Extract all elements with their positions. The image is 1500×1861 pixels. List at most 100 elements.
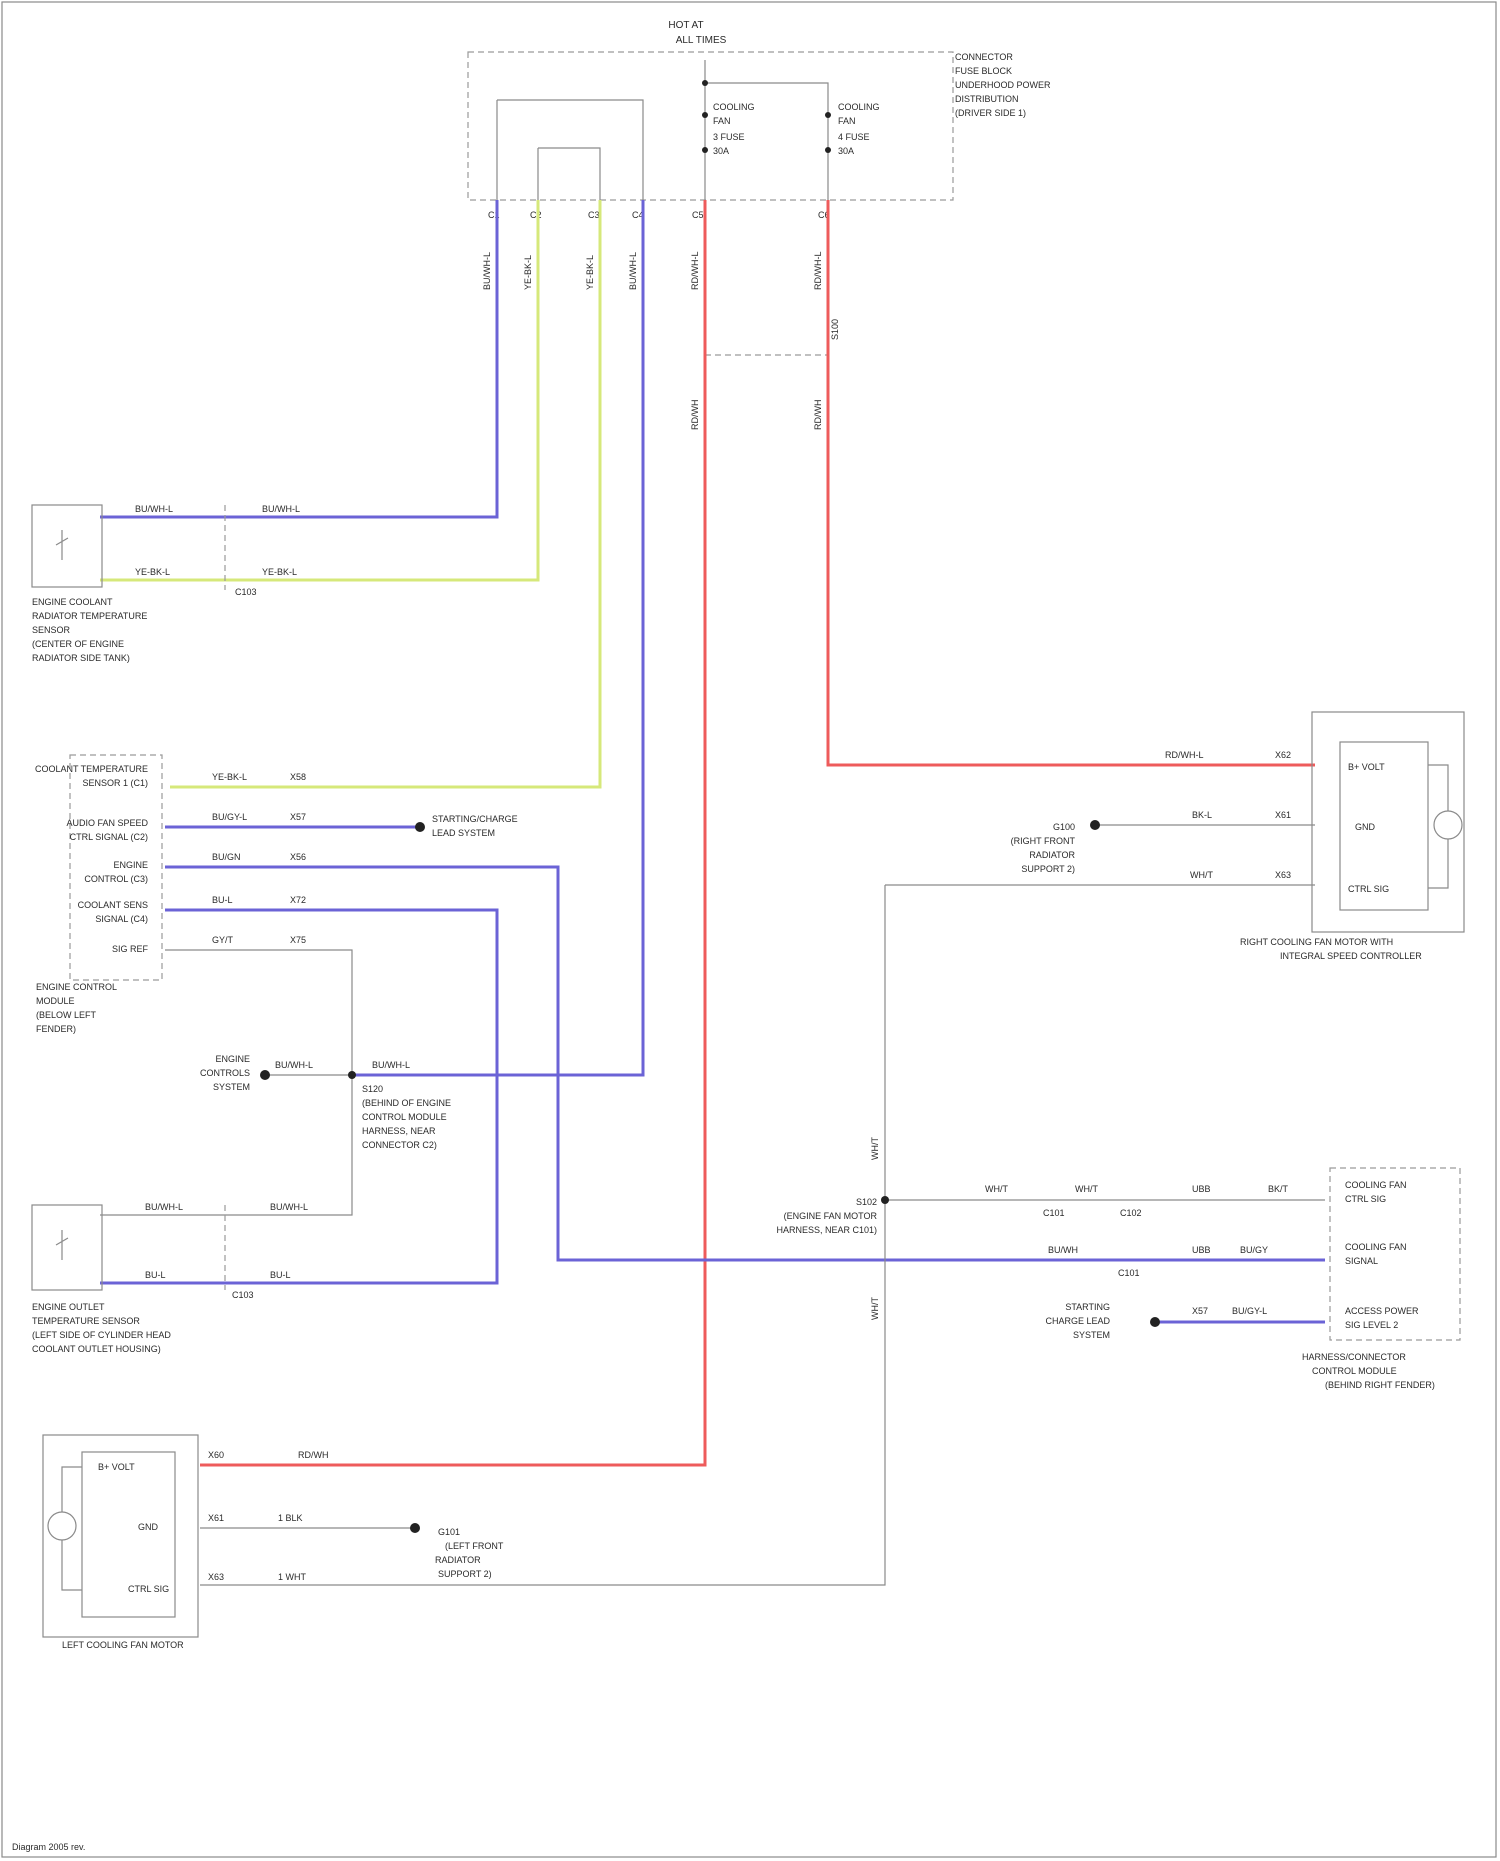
ecm-input-2b: CTRL SIGNAL (C2): [70, 832, 148, 842]
fuse-block-inner-loop-1: [497, 100, 643, 200]
ecm-input-3b: CONTROL (C3): [84, 874, 148, 884]
left-fan-ground-3: RADIATOR: [435, 1555, 481, 1565]
eot-label-4: COOLANT OUTLET HOUSING): [32, 1344, 161, 1354]
hvac-pin-1b: CTRL SIG: [1345, 1194, 1386, 1204]
left-fan-ground-2: (LEFT FRONT: [445, 1541, 504, 1551]
right-fan-pin-2: GND: [1355, 822, 1376, 832]
starting-text-2: LEAD SYSTEM: [432, 828, 495, 838]
ecm-input-4b: SIGNAL (C4): [95, 914, 148, 924]
fuse-right-line3: 4 FUSE: [838, 132, 870, 142]
footer-text: Diagram 2005 rev.: [12, 1842, 85, 1852]
ecm-label-1: ENGINE CONTROL: [36, 982, 117, 992]
ecm-label-4: FENDER): [36, 1024, 76, 1034]
ect-sensor: BU/WH-L BU/WH-L YE-BK-L YE-BK-L C103 ENG…: [32, 504, 300, 663]
ect-label-4: (CENTER OF ENGINE: [32, 639, 124, 649]
hvac-starting-1: STARTING: [1065, 1302, 1110, 1312]
left-fan-wire1-circuit: RD/WH: [298, 1450, 329, 1460]
ecm-input-3a: ENGINE: [113, 860, 148, 870]
hvac-wire-12: BU/GY-L: [1232, 1306, 1267, 1316]
ecm-wire2-code: BU/GY-L: [212, 812, 247, 822]
ground-text-3: SYSTEM: [213, 1082, 250, 1092]
right-fan-outer: [1312, 712, 1464, 932]
right-fan-pin-3: CTRL SIG: [1348, 884, 1389, 894]
right-side-splice-node: [881, 1196, 889, 1204]
pin-c3: C3: [588, 210, 600, 220]
left-fan-ground-1: G101: [438, 1527, 460, 1537]
ecm-input-5: SIG REF: [112, 944, 149, 954]
wire-code-v8: RD/WH: [813, 400, 823, 431]
ecm-input-4a: COOLANT SENS: [78, 900, 148, 910]
engine-control-module: COOLANT TEMPERATURE SENSOR 1 (C1) AUDIO …: [35, 755, 162, 1034]
left-fan-label: LEFT COOLING FAN MOTOR: [62, 1640, 184, 1650]
fuse-3-node-bottom: [702, 147, 708, 153]
fuse-block-title-1: CONNECTOR: [955, 52, 1013, 62]
right-fan-wire1-code: RD/WH-L: [1165, 750, 1204, 760]
all-times-label: ALL TIMES: [676, 35, 727, 46]
rs-splice-wire-v1: WH/T: [870, 1137, 880, 1160]
ect-wire1-right: BU/WH-L: [262, 504, 300, 514]
right-cooling-fan: B+ VOLT GND CTRL SIG RIGHT COOLING FAN M…: [1240, 712, 1464, 961]
fuse-block-title-5: (DRIVER SIDE 1): [955, 108, 1026, 118]
splice-wire-in: BU/WH-L: [275, 1060, 313, 1070]
fuse-block-title-4: DISTRIBUTION: [955, 94, 1019, 104]
hvac-wire-7: BU/WH: [1048, 1245, 1078, 1255]
hvac-wire-3: C101: [1043, 1208, 1065, 1218]
right-fan-motor-leads: [1428, 765, 1448, 888]
fuse-block-inner-loop-2: [538, 148, 600, 200]
ect-wire2-left: YE-BK-L: [135, 567, 170, 577]
right-fan-pin-1: B+ VOLT: [1348, 762, 1385, 772]
ect-conn-label: C103: [235, 587, 257, 597]
eot-label-1: ENGINE OUTLET: [32, 1302, 105, 1312]
ecm-input-1a: COOLANT TEMPERATURE: [35, 764, 148, 774]
hvac-label-3: (BEHIND RIGHT FENDER): [1325, 1380, 1435, 1390]
hvac-pin-2b: SIGNAL: [1345, 1256, 1378, 1266]
hvac-label-2: CONTROL MODULE: [1312, 1366, 1397, 1376]
left-fan-motor-leads: [62, 1467, 82, 1590]
rs-splice-text-2: (ENGINE FAN MOTOR: [784, 1211, 878, 1221]
splice-text-5: CONNECTOR C2): [362, 1140, 437, 1150]
eot-label-3: (LEFT SIDE OF CYLINDER HEAD: [32, 1330, 171, 1340]
ecm-wire3-circuit: X56: [290, 852, 306, 862]
ect-label-1: ENGINE COOLANT: [32, 597, 113, 607]
left-fan-pin-3: CTRL SIG: [128, 1584, 169, 1594]
ecm-label-2: MODULE: [36, 996, 75, 1006]
rs-splice-wire-v2: WH/T: [870, 1297, 880, 1320]
hvac-starting-2: CHARGE LEAD: [1045, 1316, 1110, 1326]
ecm-wire4-code: BU-L: [212, 895, 233, 905]
ecm-wire2-circuit: X57: [290, 812, 306, 822]
splice-text-4: HARNESS, NEAR: [362, 1126, 436, 1136]
hvac-wire-10: BU/GY: [1240, 1245, 1268, 1255]
eot-sensor-symbol: [56, 1230, 68, 1260]
splice-text-1: S120: [362, 1084, 383, 1094]
wire-code-v4: BU/WH-L: [628, 252, 638, 290]
hvac-wire-8: C101: [1118, 1268, 1140, 1278]
fuse-left-line1: COOLING: [713, 102, 755, 112]
hvac-starting-node: [1150, 1317, 1160, 1327]
left-fan-pin-1: B+ VOLT: [98, 1462, 135, 1472]
engine-controls-node: [260, 1070, 270, 1080]
fuse-left-line3: 3 FUSE: [713, 132, 745, 142]
hvac-wire-2: WH/T: [1075, 1184, 1098, 1194]
ect-label-5: RADIATOR SIDE TANK): [32, 653, 130, 663]
eot-sensor: BU/WH-L BU/WH-L BU-L BU-L C103 ENGINE OU…: [32, 1202, 308, 1354]
fuse-left-line4: 30A: [713, 146, 729, 156]
hvac-control-module: COOLING FAN CTRL SIG COOLING FAN SIGNAL …: [1302, 1168, 1460, 1390]
hvac-wire-1: WH/T: [985, 1184, 1008, 1194]
wire-blue-ecm-hvac: [165, 867, 1325, 1260]
hvac-wire-9: UBB: [1192, 1245, 1211, 1255]
fuse-block-outline: [468, 52, 953, 200]
pin-c5: C5: [692, 210, 704, 220]
hvac-label-1: HARNESS/CONNECTOR: [1302, 1352, 1406, 1362]
ground-text-2: CONTROLS: [200, 1068, 250, 1078]
left-cooling-fan: B+ VOLT GND CTRL SIG LEFT COOLING FAN MO…: [43, 1435, 198, 1650]
splice-text-2: (BEHIND OF ENGINE: [362, 1098, 451, 1108]
right-fan-ground-node: [1090, 820, 1100, 830]
hvac-wire-6: BK/T: [1268, 1184, 1289, 1194]
eot-wire2-right: BU-L: [270, 1270, 291, 1280]
eot-sensor-box: [32, 1205, 102, 1290]
starting-text-1: STARTING/CHARGE: [432, 814, 518, 824]
left-fan-ground-node: [410, 1523, 420, 1533]
ecm-wire5-code: GY/T: [212, 935, 234, 945]
